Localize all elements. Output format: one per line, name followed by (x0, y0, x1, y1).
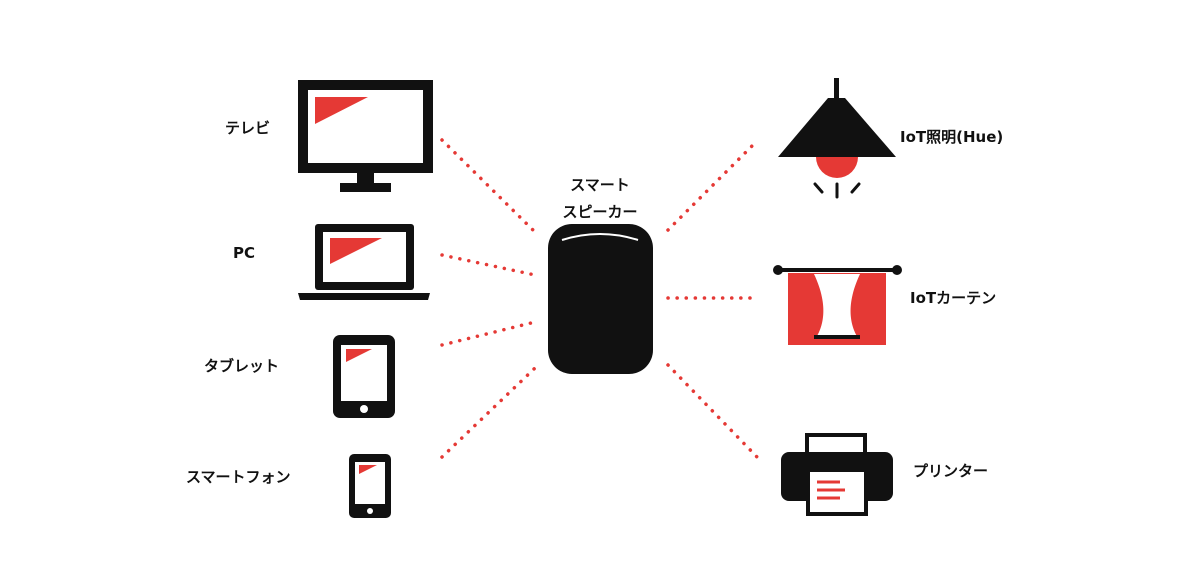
connector-tv (440, 138, 537, 234)
printer-icon (781, 433, 893, 516)
label-printer: プリンター (913, 462, 989, 480)
connectors (440, 138, 760, 460)
label-tablet: タブレット (204, 357, 280, 375)
tv-icon (298, 80, 433, 192)
connector-printer (666, 363, 760, 460)
label-smartphone: スマートフォン (186, 468, 291, 486)
curtain-icon (773, 265, 902, 345)
label-pc: PC (233, 244, 256, 262)
hub-label-line1: スマート (570, 176, 630, 194)
pendant-light-icon (778, 78, 896, 199)
smart-speaker-icon (548, 224, 653, 374)
label-tv: テレビ (225, 119, 271, 137)
smartphone-icon (349, 454, 391, 518)
connector-pc (440, 253, 537, 277)
connector-smartphone (440, 366, 537, 459)
connector-tablet (440, 320, 537, 347)
hub-label: スマート スピーカー (540, 172, 660, 226)
label-curtain: IoTカーテン (910, 289, 997, 307)
label-light: IoT照明(Hue) (900, 128, 1004, 146)
connector-light (666, 138, 760, 232)
hub-label-line2: スピーカー (562, 203, 638, 221)
tablet-icon (333, 335, 395, 418)
laptop-icon (298, 224, 430, 300)
